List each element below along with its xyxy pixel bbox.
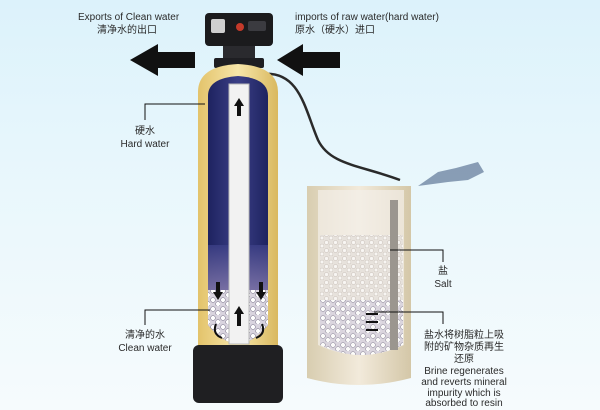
control-valve [205,13,273,68]
salt-label-en: Salt [434,279,452,290]
hard-water-leader [144,103,205,120]
hard-water-label-zh: 硬水 [135,126,155,137]
brine-label-en-4: absorbed to resin [425,398,503,409]
clean-water-leader [144,309,210,325]
brine-line [261,72,401,182]
raw-import-label-zh: 原水（硬水）进口 [295,25,375,36]
brine-label-en-3: impurity which is [427,388,501,399]
clean-water-label-zh: 清净的水 [125,330,165,341]
import-arrow [277,44,340,76]
brine-label-zh-2: 附的矿物杂质再生 [424,342,504,353]
clean-export-label-zh: 清净水的出口 [97,25,157,36]
export-arrow [130,44,195,76]
water-splash [418,162,484,186]
brine-label-zh-3: 还原 [454,354,474,365]
clean-water-label-en: Clean water [118,343,172,354]
resin-tank [193,64,283,403]
brine-label-en-1: Brine regenerates [424,366,504,377]
clean-export-label-en: Exports of Clean water [78,12,180,23]
brine-tank [307,186,411,385]
brine-leader [374,311,444,324]
salt-leader [390,249,444,262]
brine-label-zh-1: 盐水将树脂粒上吸 [424,330,504,341]
hard-water-label-en: Hard water [120,139,170,150]
raw-import-label-en: imports of raw water(hard water) [295,12,439,23]
brine-label-en-2: and reverts mineral [421,377,507,388]
salt-label-zh: 盐 [438,266,448,277]
